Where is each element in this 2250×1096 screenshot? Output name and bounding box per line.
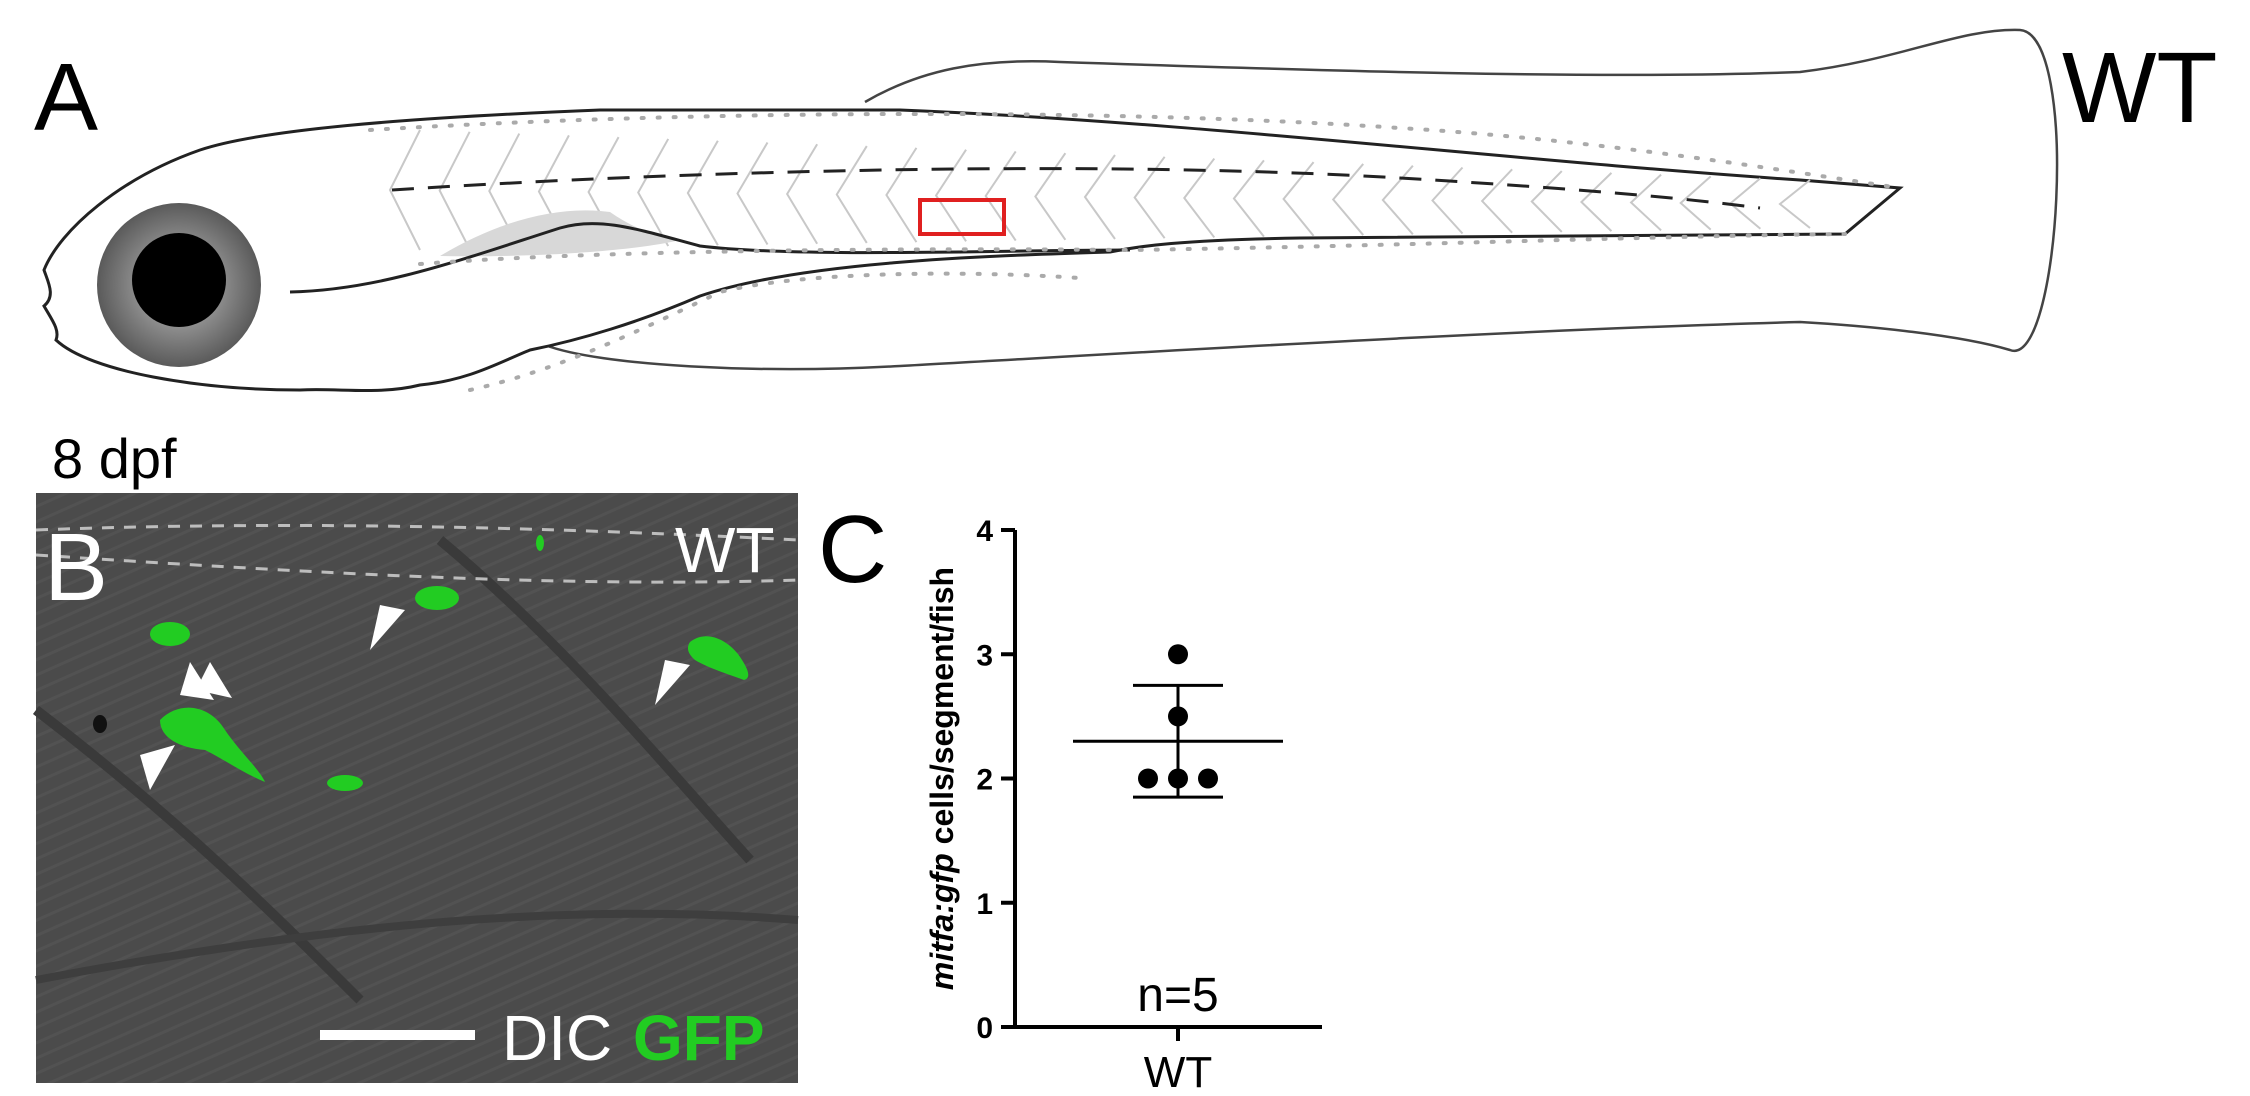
panel-b: B WT DIC GFP — [32, 493, 799, 1083]
panel-b-letter: B — [44, 514, 108, 621]
swim-bladder — [440, 210, 680, 257]
eye-pupil — [132, 233, 226, 327]
myotome-chevron — [934, 149, 967, 242]
panel-a-genotype-label: WT — [2062, 32, 2217, 144]
myotome-chevron — [835, 145, 868, 244]
gfp-cell — [415, 586, 459, 610]
highlight-box — [918, 198, 1006, 236]
myotome-chevron — [1431, 166, 1464, 235]
panel-c-letter: C — [818, 496, 887, 603]
scale-bar — [320, 1030, 475, 1040]
data-point — [1168, 768, 1188, 789]
y-tick-label: 3 — [976, 639, 993, 672]
myotome-chevron — [1232, 159, 1265, 238]
gfp-cells — [150, 535, 749, 791]
somite-boundary-2 — [436, 536, 754, 864]
somite-boundary-1 — [32, 706, 364, 1004]
dic-label: DIC — [502, 1002, 612, 1074]
y-tick-label: 2 — [976, 764, 993, 797]
myotome-chevron — [1629, 173, 1662, 232]
data-point — [1138, 768, 1158, 789]
y-axis-title-italic: mitfa:gfp — [924, 853, 960, 990]
arrowheads — [140, 605, 690, 790]
gfp-cell — [160, 707, 265, 782]
dashed-line-upper — [35, 523, 799, 542]
arrowhead-icon — [370, 605, 405, 650]
panel-b-genotype-label: WT — [675, 514, 775, 586]
gfp-cell — [150, 622, 190, 646]
myotome-chevron — [1331, 163, 1364, 236]
y-tick-label: 0 — [976, 1012, 993, 1045]
x-tick-label: WT — [1144, 1048, 1212, 1096]
y-axis-title-rest: cells/segment/fish — [924, 567, 960, 853]
myotome-chevron — [637, 138, 670, 247]
n-annotation: n=5 — [1137, 969, 1218, 1022]
notochord-line — [391, 167, 1761, 210]
myotome-chevron — [1679, 175, 1712, 231]
arrowhead-icon — [196, 662, 232, 698]
myotome-boundary — [35, 909, 799, 984]
myotome-chevron — [1530, 170, 1563, 233]
panel-c: C 0 1 2 3 4 WT mitfa:gfp cells/segment/fish … — [818, 496, 1322, 1096]
dot-plot: 0 1 2 3 4 WT mitfa:gfp cells/segment/fish n=… — [924, 515, 1322, 1096]
muscle-texture — [36, 493, 798, 1083]
y-tick-label: 1 — [976, 888, 993, 921]
gfp-cell — [687, 636, 749, 680]
stage-label: 8 dpf — [52, 427, 177, 490]
data-points — [1138, 644, 1218, 789]
larva-schematic — [42, 28, 2059, 393]
myotome-chevrons — [388, 129, 1811, 251]
myotome-chevron — [785, 143, 818, 245]
gfp-cell — [536, 535, 544, 551]
yolk-stripe — [468, 271, 1082, 392]
myotome-chevron — [1778, 179, 1811, 229]
myotome-chevron — [686, 140, 719, 246]
gfp-label: GFP — [633, 1002, 765, 1074]
arrowhead-icon — [140, 745, 175, 790]
dashed-line-lower — [35, 553, 799, 584]
y-tick-label: 4 — [976, 515, 993, 548]
gfp-cell — [327, 775, 363, 791]
y-axis-title: mitfa:gfp cells/segment/fish — [924, 567, 960, 990]
data-point — [1168, 644, 1188, 665]
fin-fold-outline — [544, 28, 2059, 371]
data-point — [1168, 706, 1188, 727]
myotome-chevron — [1083, 154, 1116, 240]
myotome-chevron — [438, 131, 471, 250]
gut-line — [289, 222, 1131, 294]
pigment-spot — [93, 715, 107, 733]
myotome-chevron — [885, 147, 918, 243]
panel-a: A WT 8 dpf — [34, 28, 2217, 490]
panel-a-letter: A — [34, 44, 98, 151]
data-point — [1198, 768, 1218, 789]
myotome-chevron — [1579, 172, 1613, 232]
myotome-chevron — [736, 141, 769, 246]
y-axis-ticks: 0 1 2 3 4 — [976, 515, 1015, 1045]
arrowhead-icon — [655, 660, 690, 705]
myotome-chevron — [1480, 168, 1513, 234]
myotome-chevron — [388, 129, 421, 251]
